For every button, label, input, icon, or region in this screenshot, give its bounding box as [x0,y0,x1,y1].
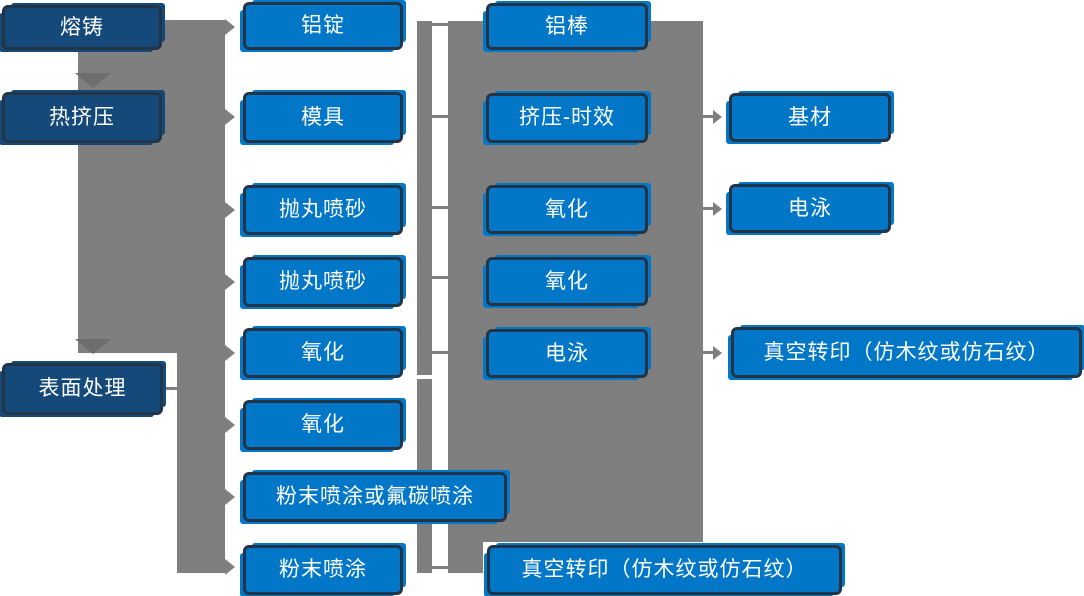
arrow-line-to-vacuum-transfer-1 [703,351,714,354]
oxidation-c-node: 氧化 [486,185,648,234]
powder-or-fluorocarbon-coating-node: 粉末喷涂或氟碳喷涂 [243,472,507,522]
down-arrow-to-surface-treatment [75,339,111,354]
mid-connector-row8 [432,566,448,569]
aluminum-ingot-node: 铝锭 [243,2,403,50]
oxidation-b-node: 氧化 [243,400,403,450]
arrow-to-oxidation-b [225,417,235,433]
vacuum-transfer-print-1-node: 真空转印（仿木纹或仿石纹） [731,327,1082,378]
mid-connector-row4 [432,276,448,279]
mid-connector-row2 [432,115,448,118]
shot-blast-sandblast-1-node: 抛丸喷砂 [243,185,403,235]
aluminum-rod-node: 铝棒 [486,3,648,50]
arrow-line-to-substrate [703,115,714,118]
left-trunk-band [78,20,225,353]
substrate-node: 基材 [729,93,891,142]
electrophoresis-a-node: 电泳 [486,329,648,378]
column3-background-block-foot [448,542,483,573]
arrow-line-to-electrophoresis-b [703,207,714,210]
oxidation-a-node: 氧化 [243,328,403,378]
down-arrow-to-hot-extrusion [75,73,111,88]
arrow-head-to-electrophoresis-b [713,202,722,216]
mid-vertical-bar-upper [417,21,432,375]
arrow-head-to-vacuum-transfer-1 [713,346,722,360]
powder-coating-node: 粉末喷涂 [243,545,403,595]
mid-connector-row3 [432,206,448,209]
arrow-to-oxidation-a [225,345,235,361]
arrow-to-powder-or-fluorocarbon [225,489,235,505]
mid-connector-row1 [432,23,448,26]
shot-blast-sandblast-2-node: 抛丸喷砂 [243,257,403,307]
mold-node: 模具 [243,92,403,143]
arrow-to-shot-blast-2 [225,274,235,290]
arrow-head-to-substrate [713,110,722,124]
oxidation-d-node: 氧化 [486,257,648,306]
mid-connector-row5 [432,351,448,354]
vacuum-transfer-print-2-node: 真空转印（仿木纹或仿石纹） [487,545,842,595]
hot-extrusion-node: 热挤压 [2,92,162,143]
arrow-to-mold [225,109,235,125]
left-trunk-band-lower [177,353,225,573]
surface-treatment-connector-line [163,387,178,390]
surface-treatment-node: 表面处理 [2,363,163,415]
arrow-to-aluminum-ingot [225,19,235,35]
arrow-to-shot-blast-1 [225,202,235,218]
melting-casting-node: 熔铸 [2,5,162,50]
extrusion-aging-node: 挤压-时效 [486,93,648,143]
arrow-to-powder-coating [225,559,235,575]
electrophoresis-b-node: 电泳 [729,184,891,233]
